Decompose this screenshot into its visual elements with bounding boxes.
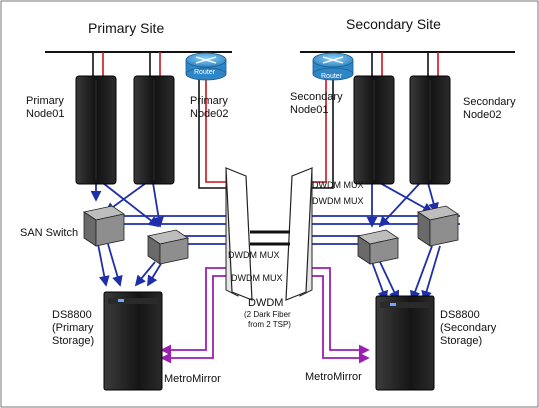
san-switch-label: SAN Switch xyxy=(20,227,78,239)
primary-ds8800-storage xyxy=(103,291,163,391)
primary-node02-server xyxy=(133,75,175,185)
mux-label-left-top: DWDM MUX xyxy=(228,250,280,260)
secondary-fc-node-links xyxy=(366,182,439,228)
secondary-router-icon xyxy=(312,52,354,81)
dwdm-mux-left xyxy=(225,167,253,301)
secondary-storage-label-line2: (Secondary xyxy=(440,322,497,334)
primary-san-switch-a xyxy=(82,205,126,247)
primary-node02-label-line1: Primary xyxy=(190,95,228,107)
primary-fc-mux-links xyxy=(120,215,226,245)
secondary-node02-label-line1: Secondary xyxy=(463,96,516,108)
primary-storage-label-line1: DS8800 xyxy=(52,309,92,321)
primary-router-label: Router xyxy=(194,69,216,76)
secondary-san-switch-b xyxy=(416,205,460,247)
primary-node01-label-line1: Primary xyxy=(26,95,64,107)
secondary-node-drops xyxy=(332,52,439,80)
secondary-node01-label-line2: Node01 xyxy=(290,104,329,116)
primary-metromirror-links xyxy=(160,267,226,364)
primary-router-to-mux xyxy=(198,80,226,189)
secondary-router-to-mux xyxy=(312,80,334,189)
secondary-san-switch-a xyxy=(356,229,400,265)
dwdm-title: DWDM xyxy=(248,297,283,309)
secondary-node02-server xyxy=(409,75,451,185)
primary-storage-label-line3: Storage) xyxy=(52,335,94,347)
dwdm-sub-line1: (2 Dark Fiber xyxy=(244,310,291,319)
mux-label-left-bottom: DWDM MUX xyxy=(231,273,283,283)
primary-storage-label-line2: (Primary xyxy=(52,322,94,334)
secondary-metromirror-links xyxy=(312,267,370,364)
primary-router-icon xyxy=(185,52,227,81)
secondary-router-label: Router xyxy=(321,73,343,80)
dark-fiber-links xyxy=(250,230,290,246)
primary-fc-storage-links xyxy=(97,243,163,287)
primary-metromirror-label: MetroMirror xyxy=(164,373,221,385)
dwdm-mux-right xyxy=(285,167,313,301)
primary-node02-label-line2: Node02 xyxy=(190,108,229,120)
primary-node01-server xyxy=(75,75,117,185)
primary-node01-label-line2: Node01 xyxy=(26,108,65,120)
secondary-node01-label-line1: Secondary xyxy=(290,91,343,103)
secondary-fc-storage-links xyxy=(371,245,441,302)
mux-label-right-bottom: DWDM MUX xyxy=(312,196,364,206)
dwdm-sub-line2: from 2 TSP) xyxy=(248,320,291,329)
secondary-metromirror-label: MetroMirror xyxy=(305,371,362,383)
primary-site-title: Primary Site xyxy=(88,20,164,36)
mux-label-right-top: DWDM MUX xyxy=(312,180,364,190)
secondary-node02-label-line2: Node02 xyxy=(463,109,502,121)
secondary-storage-label-line1: DS8800 xyxy=(440,309,480,321)
primary-san-switch-b xyxy=(146,229,190,265)
secondary-node01-server xyxy=(353,75,395,185)
secondary-site-title: Secondary Site xyxy=(346,16,441,32)
secondary-storage-label-line3: Storage) xyxy=(440,335,482,347)
secondary-ds8800-storage xyxy=(375,295,435,391)
